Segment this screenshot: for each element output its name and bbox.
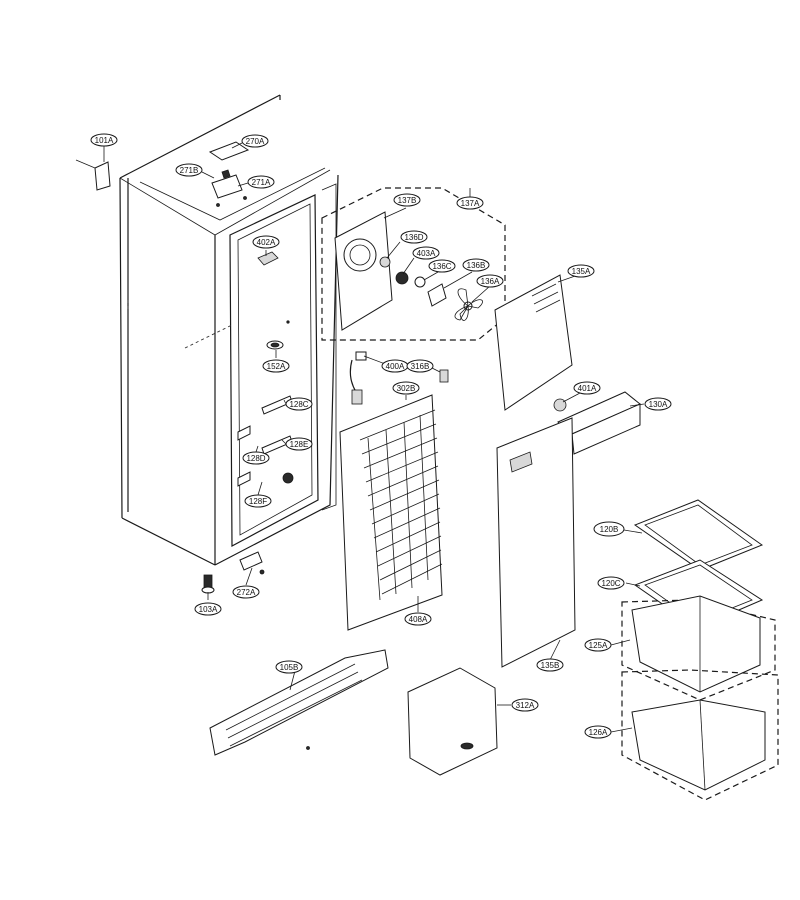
callout-401A: 401A (573, 381, 601, 395)
callout-126A: 126A (584, 725, 612, 739)
duct-assembly (553, 391, 641, 455)
callout-136B: 136B (462, 258, 490, 272)
callout-120C: 120C (597, 576, 625, 590)
callout-128F: 128F (244, 494, 272, 508)
svg-text:401A: 401A (578, 384, 597, 393)
svg-text:135B: 135B (541, 661, 560, 670)
callout-137A: 137A (456, 196, 484, 210)
svg-text:271B: 271B (180, 166, 199, 175)
callout-272A: 272A (232, 585, 260, 599)
callout-128D: 128D (242, 451, 270, 465)
svg-text:120B: 120B (600, 525, 619, 534)
svg-text:136C: 136C (432, 262, 451, 271)
bottom-parts (209, 649, 498, 776)
callout-152A: 152A (262, 359, 290, 373)
leader-lines (103, 142, 645, 733)
svg-text:128E: 128E (290, 440, 309, 449)
svg-text:137B: 137B (398, 196, 417, 205)
svg-text:271A: 271A (252, 178, 271, 187)
callout-136A: 136A (476, 274, 504, 288)
callout-105B: 105B (275, 660, 303, 674)
svg-text:137A: 137A (461, 199, 480, 208)
svg-text:270A: 270A (246, 137, 265, 146)
callout-270A: 270A (241, 134, 269, 148)
callout-135A: 135A (567, 264, 595, 278)
callout-130A: 130A (644, 397, 672, 411)
callout-137B: 137B (393, 193, 421, 207)
part-callouts: 101A 270A 271B 271A 402A 152A 128C 128D … (90, 133, 672, 739)
svg-text:101A: 101A (95, 136, 114, 145)
svg-text:302B: 302B (397, 384, 416, 393)
callout-120B: 120B (593, 521, 625, 537)
evaporator-cover-upper (494, 274, 573, 411)
svg-text:152A: 152A (267, 362, 286, 371)
svg-text:105B: 105B (280, 663, 299, 672)
callout-312A: 312A (511, 698, 539, 712)
callout-128C: 128C (285, 397, 313, 411)
callout-402A: 402A (252, 235, 280, 249)
evaporator (339, 394, 443, 631)
callout-302B: 302B (392, 381, 420, 395)
svg-text:403A: 403A (417, 249, 436, 258)
callout-403A: 403A (412, 246, 440, 260)
svg-text:316B: 316B (411, 362, 430, 371)
svg-text:402A: 402A (257, 238, 276, 247)
sensor-wiring (349, 351, 449, 405)
svg-text:103A: 103A (199, 605, 218, 614)
svg-text:312A: 312A (516, 701, 535, 710)
fan-assembly (321, 187, 506, 341)
svg-text:136D: 136D (404, 233, 423, 242)
svg-text:136A: 136A (481, 277, 500, 286)
svg-text:128C: 128C (289, 400, 308, 409)
callout-271A: 271A (247, 175, 275, 189)
callout-400A: 400A (381, 359, 409, 373)
svg-text:128D: 128D (246, 454, 265, 463)
cabinet (75, 94, 339, 594)
callout-271B: 271B (175, 163, 203, 177)
svg-text:125A: 125A (589, 641, 608, 650)
evaporator-cover-lower (496, 417, 576, 668)
callout-125A: 125A (584, 638, 612, 652)
callout-103A: 103A (194, 602, 222, 616)
svg-text:408A: 408A (409, 615, 428, 624)
svg-text:128F: 128F (249, 497, 267, 506)
svg-text:120C: 120C (601, 579, 620, 588)
svg-text:130A: 130A (649, 400, 668, 409)
svg-text:272A: 272A (237, 588, 256, 597)
callout-316B: 316B (406, 359, 434, 373)
callout-136D: 136D (400, 230, 428, 244)
drawers (621, 595, 779, 801)
svg-text:400A: 400A (386, 362, 405, 371)
callout-136C: 136C (428, 259, 456, 273)
callout-408A: 408A (404, 612, 432, 626)
svg-text:135A: 135A (572, 267, 591, 276)
callout-128E: 128E (285, 437, 313, 451)
svg-text:136B: 136B (467, 261, 486, 270)
callout-135B: 135B (536, 658, 564, 672)
callout-101A: 101A (90, 133, 118, 147)
svg-text:126A: 126A (589, 728, 608, 737)
